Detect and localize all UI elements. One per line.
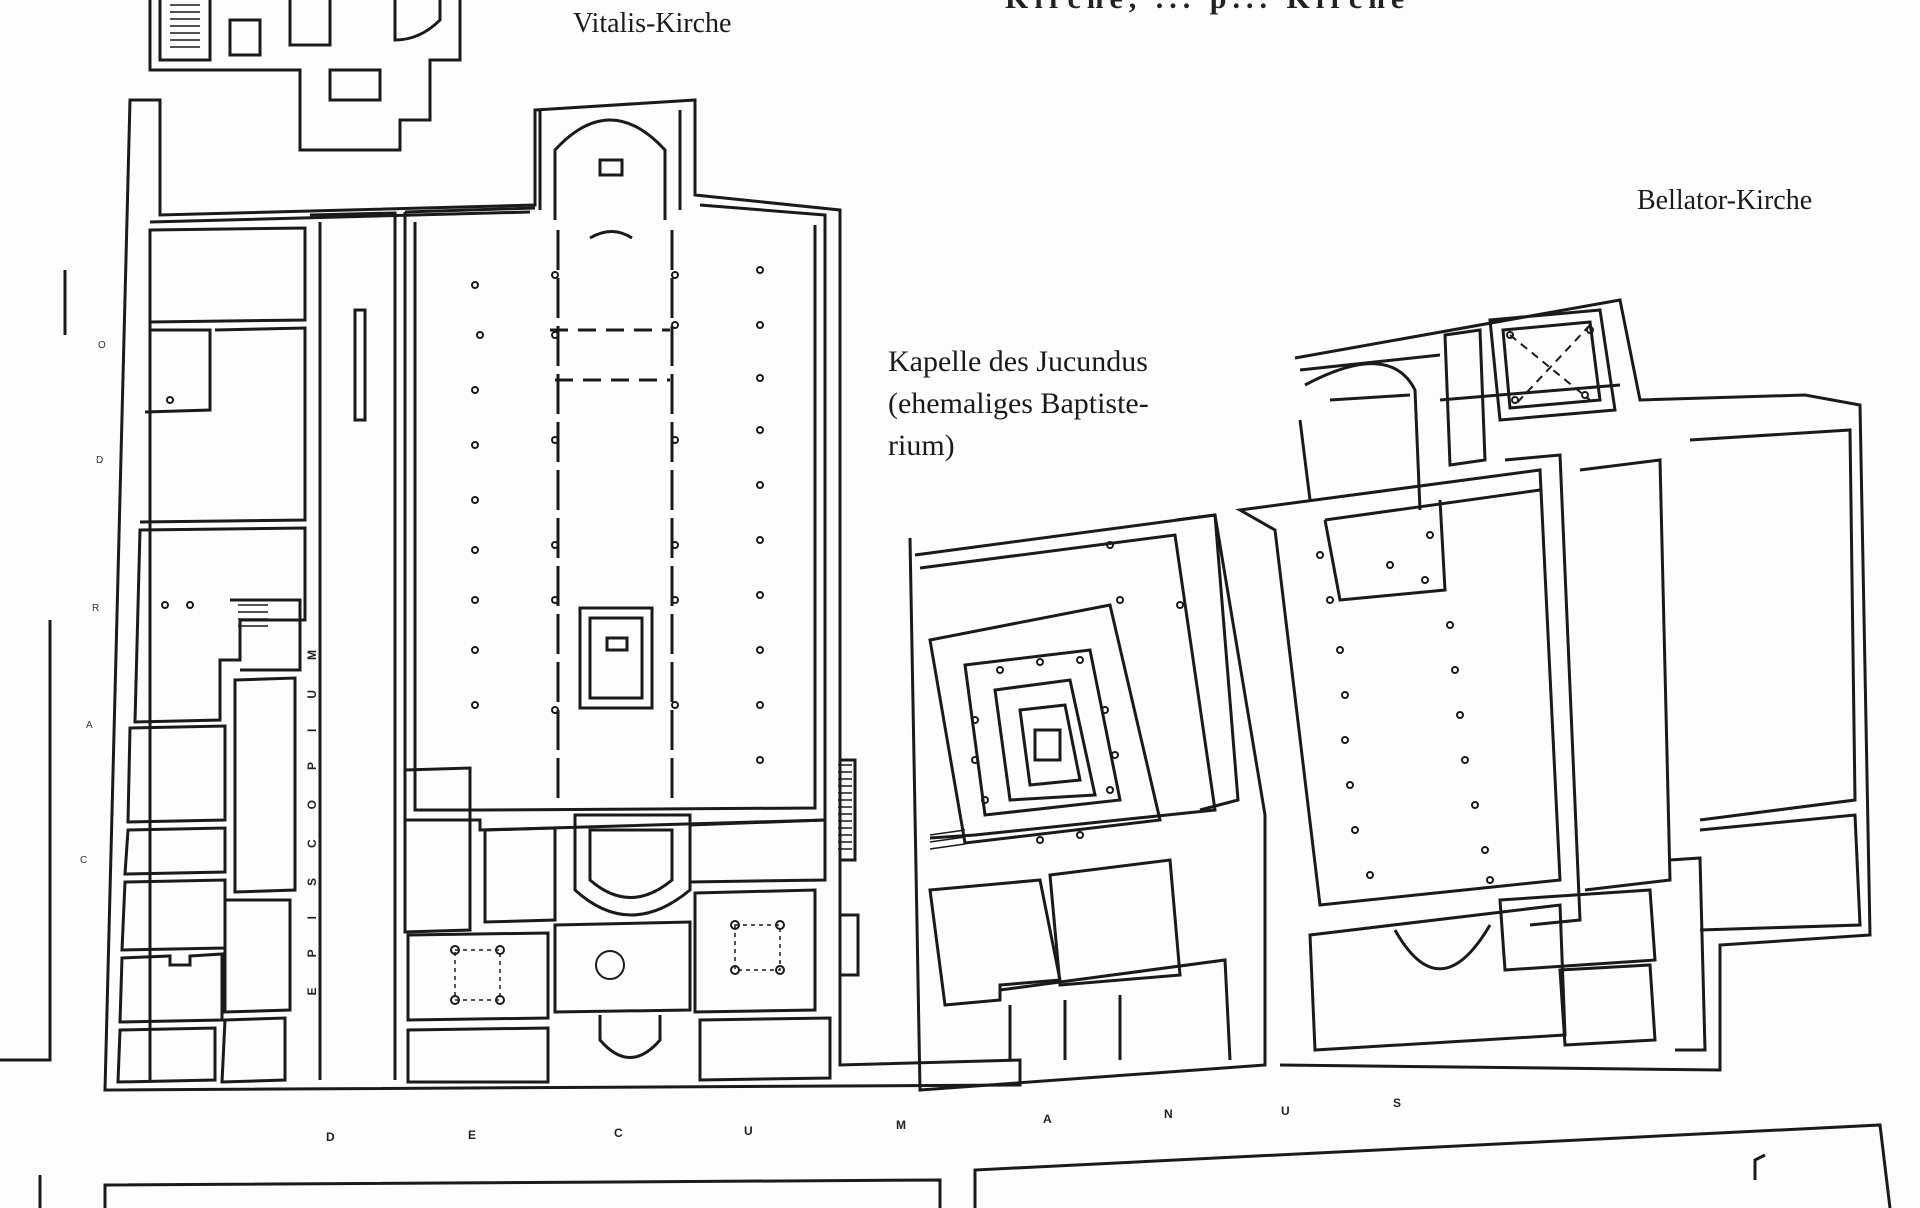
baptistery-outer bbox=[963, 648, 1122, 817]
street-letter: E bbox=[468, 1128, 477, 1142]
south-apse bbox=[573, 813, 692, 917]
street-letter: D bbox=[326, 1130, 335, 1144]
bellator-complex-outline bbox=[1279, 298, 1872, 1072]
cardo-letter: D bbox=[96, 455, 104, 466]
top-structure-outline bbox=[148, 0, 462, 152]
street-letter: U bbox=[1281, 1104, 1290, 1118]
street-letter: M bbox=[896, 1118, 906, 1132]
street-letter: C bbox=[614, 1126, 623, 1140]
cardo-letter: O bbox=[98, 340, 106, 351]
cardo-letter: C bbox=[80, 855, 88, 866]
jucundus-label-line3: rium) bbox=[888, 429, 955, 462]
street-letter: S bbox=[1393, 1096, 1402, 1110]
bellator-label: Bellator-Kirche bbox=[1637, 185, 1813, 216]
lower-block-left bbox=[38, 1175, 942, 1208]
street-letter: N bbox=[1164, 1107, 1173, 1121]
street-letter: U bbox=[744, 1124, 753, 1138]
episcopium-label: EPISCOPIUM bbox=[305, 620, 319, 996]
vitalis-label: Vitalis-Kirche bbox=[573, 8, 732, 39]
jucundus-label-line2: (ehemaliges Baptiste- bbox=[888, 387, 1149, 420]
cardo-letter: R bbox=[92, 603, 100, 614]
top-cut-label: Kirche, ... p... Kirche bbox=[1005, 0, 1410, 16]
lower-block-right bbox=[973, 1123, 1892, 1208]
basilica-outline bbox=[403, 203, 827, 832]
jucundus-complex-outline bbox=[908, 513, 1267, 1092]
street-letter: A bbox=[1043, 1112, 1052, 1126]
jucundus-label-line1: Kapelle des Jucundus bbox=[888, 345, 1148, 378]
north-apse bbox=[553, 118, 667, 220]
bellator-tower bbox=[1488, 308, 1617, 422]
main-complex-outer-wall bbox=[103, 98, 1022, 1092]
bellator-apse bbox=[1304, 362, 1422, 511]
bellator-nave bbox=[1235, 468, 1562, 907]
cardo-letter: A bbox=[86, 720, 93, 731]
